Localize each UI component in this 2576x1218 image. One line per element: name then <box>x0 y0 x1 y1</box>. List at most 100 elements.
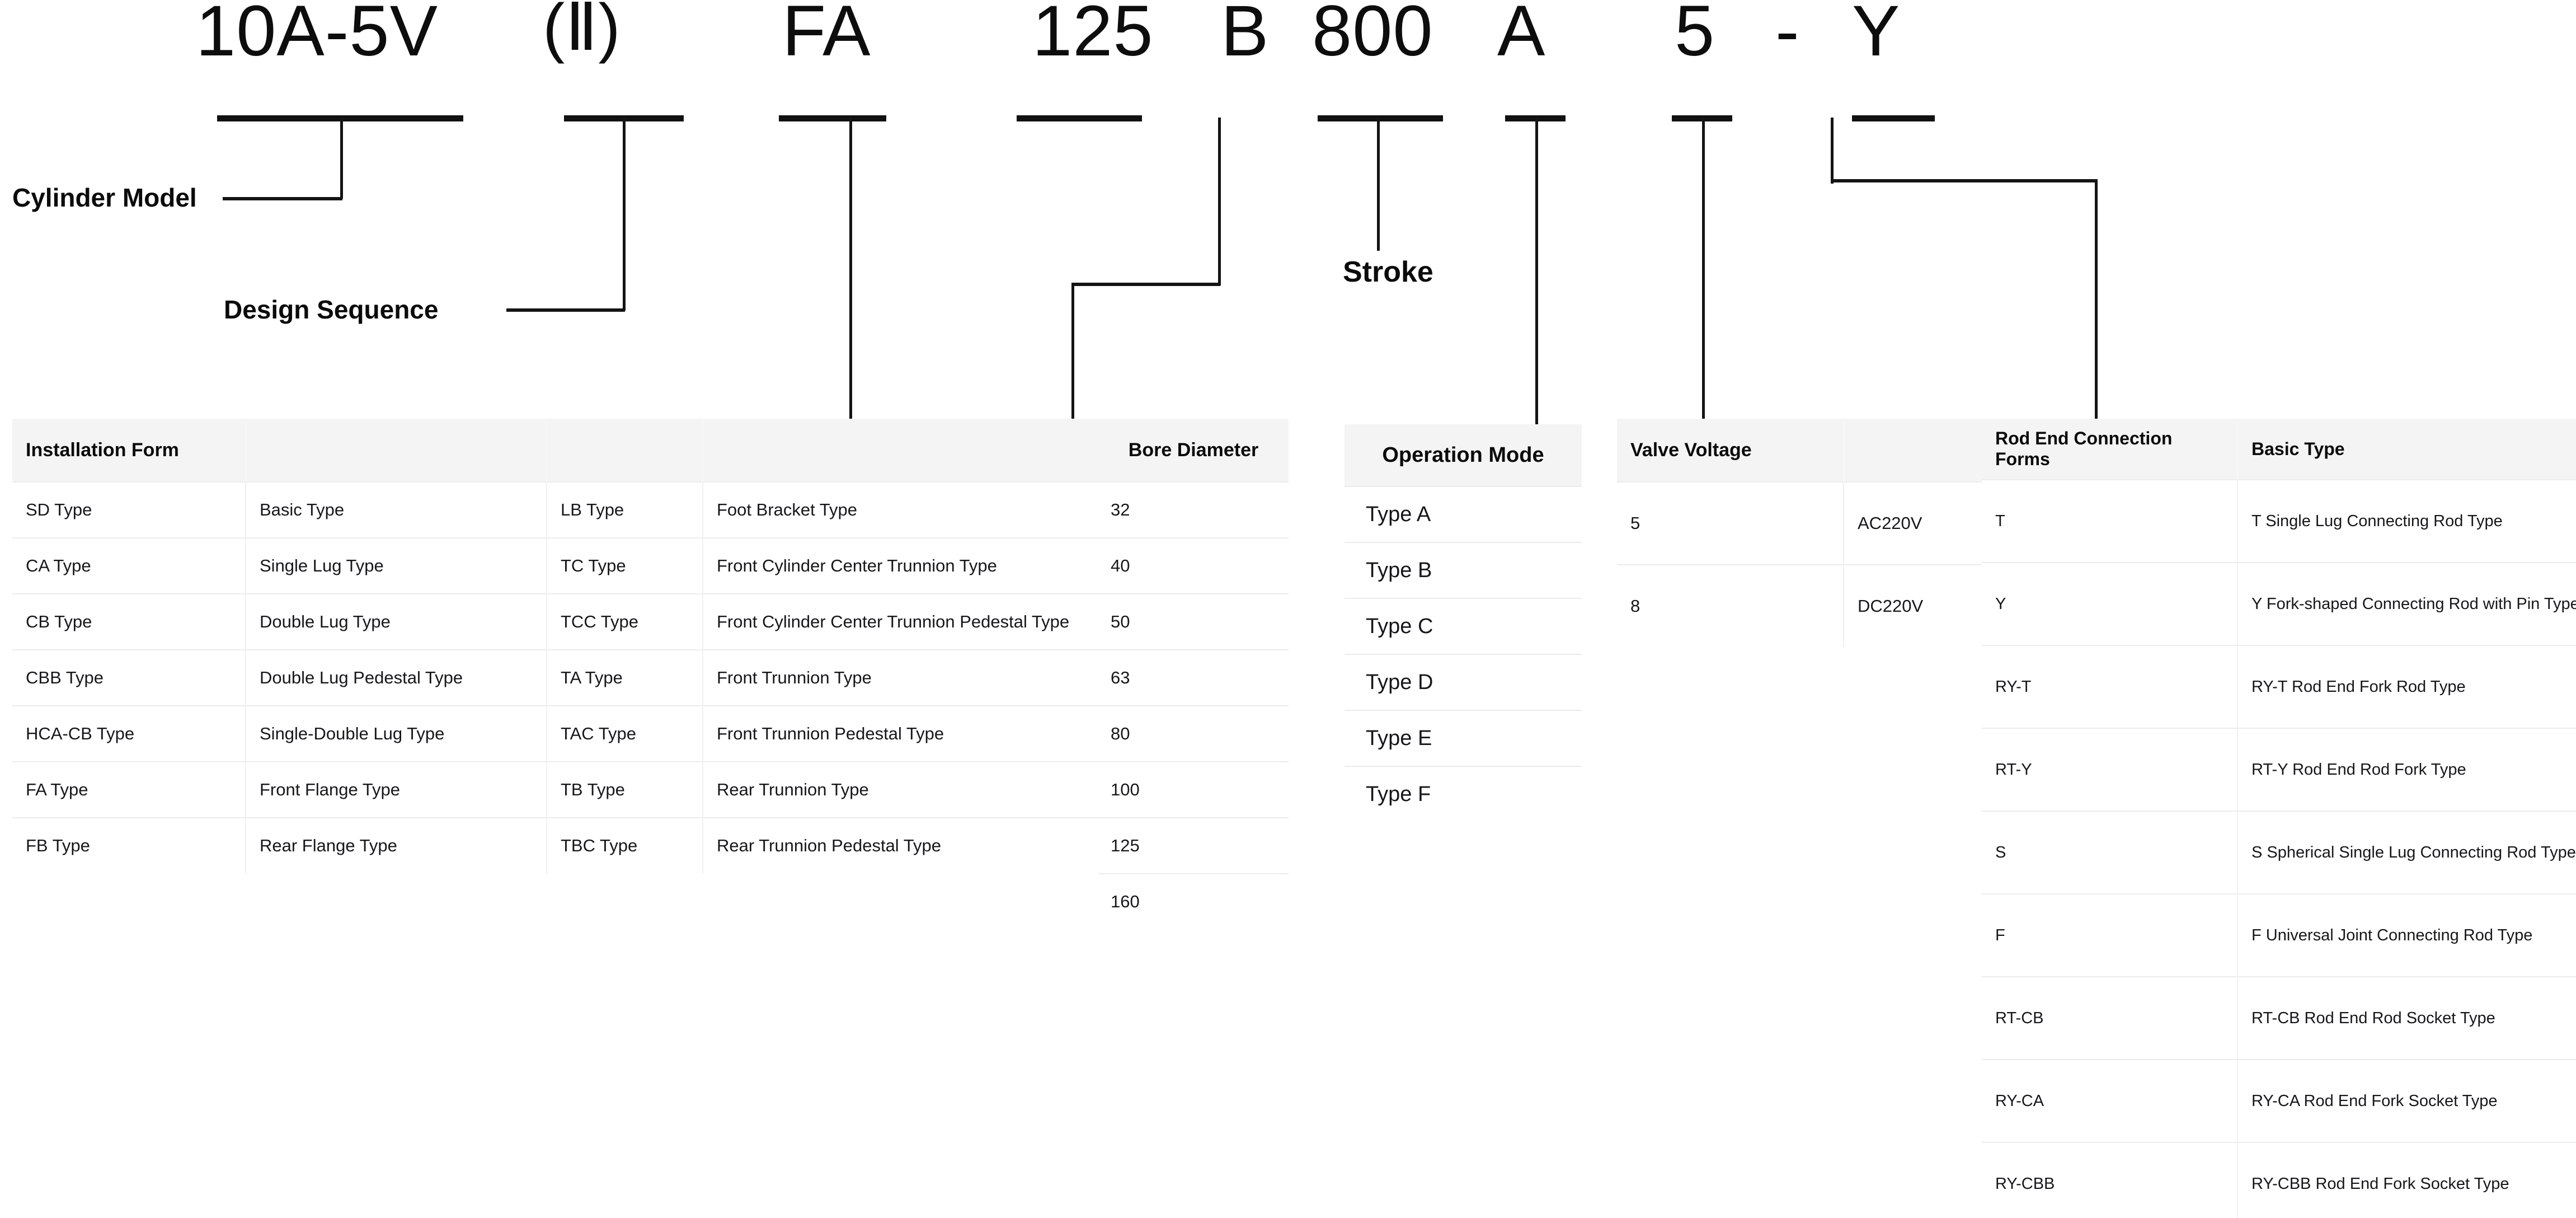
code-underline-stroke <box>1318 115 1443 121</box>
code-segment-installation-form: FA <box>782 0 871 71</box>
installation-code-right: TCC Type <box>546 593 703 650</box>
leader-line-installation-form <box>849 118 852 420</box>
installation-name-left: Double Lug Pedestal Type <box>245 649 547 706</box>
operation-mode-header: Operation Mode <box>1345 424 1582 486</box>
bore-diameter-value: 100 <box>1098 761 1289 818</box>
table-header-row: Valve Voltage <box>1617 419 2008 482</box>
operation-mode-value: Type A <box>1345 486 1582 542</box>
code-segment-operation-mode-letter: A <box>1497 0 1546 71</box>
bore-diameter-value: 160 <box>1098 873 1289 929</box>
valve-voltage-code: 8 <box>1617 564 1844 647</box>
table-row: Type F <box>1345 766 1582 822</box>
callout-design-sequence: Design Sequence <box>224 295 439 324</box>
operation-mode-value: Type C <box>1345 598 1582 654</box>
table-row: Type D <box>1345 654 1582 710</box>
installation-code-right: TC Type <box>546 537 703 594</box>
leader-line-design-sequence-vertical <box>623 118 626 311</box>
installation-form-header: Installation Form <box>12 419 246 482</box>
bore-diameter-value: 50 <box>1098 593 1289 650</box>
rod-end-name: RY-T Rod End Fork Rod Type <box>2237 645 2576 728</box>
valve-voltage-value: DC220V <box>1843 564 2008 647</box>
code-segment-dash: - <box>1775 0 1800 71</box>
leader-line-bore-diameter-horizontal <box>1071 283 1220 286</box>
rod-end-code: RT-Y <box>1982 728 2237 811</box>
leader-line-cylinder-model-horizontal <box>223 197 342 200</box>
installation-name-left: Single-Double Lug Type <box>245 705 547 762</box>
valve-voltage-header-blank <box>1843 419 2008 482</box>
rod-end-name: S Spherical Single Lug Connecting Rod Ty… <box>2237 811 2576 894</box>
code-underline-installation-form <box>779 115 886 121</box>
table-header-row: Rod End Connection Forms Basic Type <box>1982 419 2576 480</box>
installation-code-right: LB Type <box>546 481 703 538</box>
table-row: 80 <box>1098 705 1289 762</box>
rod-end-name: T Single Lug Connecting Rod Type <box>2237 479 2576 563</box>
table-row: 50 <box>1098 593 1289 650</box>
operation-mode-value: Type F <box>1345 766 1582 822</box>
leader-line-bore-diameter-vertical-1 <box>1218 118 1221 285</box>
installation-form-header-blank-2 <box>546 419 703 482</box>
installation-code-left: HCA-CB Type <box>12 705 246 762</box>
leader-line-rod-end-vertical-2 <box>2095 179 2098 420</box>
rod-end-name: Y Fork-shaped Connecting Rod with Pin Ty… <box>2237 562 2576 645</box>
rod-end-name: F Universal Joint Connecting Rod Type <box>2237 893 2576 977</box>
code-segment-cylinder-model: 10A-5V <box>196 0 438 71</box>
rod-end-code-header: Rod End Connection Forms <box>1982 419 2237 480</box>
table-row: 100 <box>1098 761 1289 818</box>
rod-end-code: T <box>1982 479 2237 563</box>
installation-code-left: FA Type <box>12 761 246 818</box>
leader-line-design-sequence-horizontal <box>506 308 625 312</box>
table-row: 32 <box>1098 481 1289 538</box>
table-row: 63 <box>1098 649 1289 706</box>
table-row: 40 <box>1098 537 1289 594</box>
table-row: 160 <box>1098 873 1289 929</box>
leader-line-rod-end-horizontal <box>1831 179 2097 182</box>
operation-mode-value: Type B <box>1345 542 1582 598</box>
rod-end-code: Y <box>1982 562 2237 645</box>
code-segment-operation-mode: B <box>1221 0 1270 71</box>
table-row: Type A <box>1345 486 1582 542</box>
rod-end-name: RY-CA Rod End Fork Socket Type <box>2237 1059 2576 1142</box>
code-segment-valve-voltage: 5 <box>1675 0 1715 71</box>
bore-diameter-value: 125 <box>1098 817 1289 874</box>
installation-name-left: Front Flange Type <box>245 761 547 818</box>
installation-name-left: Single Lug Type <box>245 537 547 594</box>
rod-end-code: S <box>1982 811 2237 894</box>
installation-code-right: TAC Type <box>546 705 703 762</box>
code-underline-rod-end <box>1852 115 1935 121</box>
installation-code-left: CB Type <box>12 593 246 650</box>
code-segment-bore-diameter: 125 <box>1032 0 1154 71</box>
leader-line-bore-diameter-vertical-2 <box>1071 283 1074 420</box>
code-segment-stroke: 800 <box>1312 0 1433 71</box>
installation-form-header-blank-1 <box>245 419 547 482</box>
valve-voltage-code: 5 <box>1617 481 1844 565</box>
operation-mode-value: Type E <box>1345 710 1582 766</box>
bore-diameter-header: Bore Diameter <box>1098 419 1289 482</box>
bore-diameter-value: 40 <box>1098 537 1289 594</box>
table-header-row: Bore Diameter <box>1098 419 1289 482</box>
installation-code-right: TB Type <box>546 761 703 818</box>
leader-line-operation-mode <box>1535 118 1538 425</box>
installation-code-right: TBC Type <box>546 817 703 873</box>
bore-diameter-value: 63 <box>1098 649 1289 706</box>
rod-end-name: RT-Y Rod End Rod Fork Type <box>2237 728 2576 811</box>
